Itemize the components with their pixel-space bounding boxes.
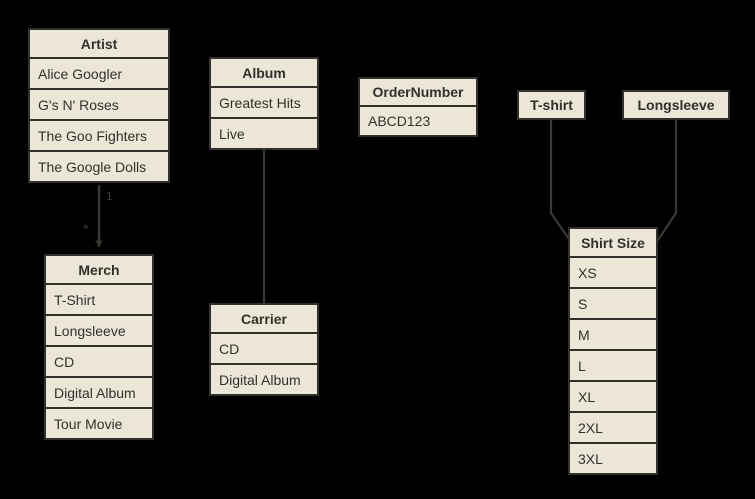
entity-album-row-0[interactable]: Greatest Hits: [209, 88, 319, 119]
edge-label-artist-merch-one: 1: [106, 189, 113, 203]
entity-artist-row-3[interactable]: The Google Dolls: [28, 152, 170, 183]
entity-merch-row-1[interactable]: Longsleeve: [44, 316, 154, 347]
entity-artist[interactable]: Artist Alice Googler G's N' Roses The Go…: [28, 28, 170, 183]
entity-merch-row-2[interactable]: CD: [44, 347, 154, 378]
entity-artist-row-1[interactable]: G's N' Roses: [28, 90, 170, 121]
entity-album-row-1[interactable]: Live: [209, 119, 319, 150]
entity-artist-title: Artist: [28, 28, 170, 59]
entity-merch-row-0[interactable]: T-Shirt: [44, 285, 154, 316]
entity-shirtsize-row-4[interactable]: XL: [568, 382, 658, 413]
entity-artist-row-0[interactable]: Alice Googler: [28, 59, 170, 90]
entity-carrier-row-1[interactable]: Digital Album: [209, 365, 319, 396]
entity-album-title: Album: [209, 57, 319, 88]
entity-shirtsize-row-3[interactable]: L: [568, 351, 658, 382]
entity-ordernumber-row-0[interactable]: ABCD123: [358, 107, 478, 137]
entity-longsleeve-title: Longsleeve: [622, 90, 730, 120]
entity-shirtsize[interactable]: Shirt Size XS S M L XL 2XL 3XL: [568, 227, 658, 475]
entity-merch-title: Merch: [44, 254, 154, 285]
entity-carrier[interactable]: Carrier CD Digital Album: [209, 303, 319, 396]
entity-tshirt-title: T-shirt: [517, 90, 586, 120]
entity-carrier-row-0[interactable]: CD: [209, 334, 319, 365]
entity-ordernumber[interactable]: OrderNumber ABCD123: [358, 77, 478, 137]
entity-merch-row-3[interactable]: Digital Album: [44, 378, 154, 409]
entity-shirtsize-row-5[interactable]: 2XL: [568, 413, 658, 444]
entity-longsleeve[interactable]: Longsleeve: [622, 90, 730, 120]
entity-shirtsize-row-1[interactable]: S: [568, 289, 658, 320]
edge-label-artist-merch-many: *: [83, 221, 89, 238]
entity-shirtsize-row-6[interactable]: 3XL: [568, 444, 658, 475]
entity-merch-row-4[interactable]: Tour Movie: [44, 409, 154, 440]
entity-carrier-title: Carrier: [209, 303, 319, 334]
entity-tshirt[interactable]: T-shirt: [517, 90, 586, 120]
entity-merch[interactable]: Merch T-Shirt Longsleeve CD Digital Albu…: [44, 254, 154, 440]
entity-artist-row-2[interactable]: The Goo Fighters: [28, 121, 170, 152]
entity-shirtsize-row-0[interactable]: XS: [568, 258, 658, 289]
entity-shirtsize-row-2[interactable]: M: [568, 320, 658, 351]
entity-shirtsize-title: Shirt Size: [568, 227, 658, 258]
entity-album[interactable]: Album Greatest Hits Live: [209, 57, 319, 150]
entity-ordernumber-title: OrderNumber: [358, 77, 478, 107]
